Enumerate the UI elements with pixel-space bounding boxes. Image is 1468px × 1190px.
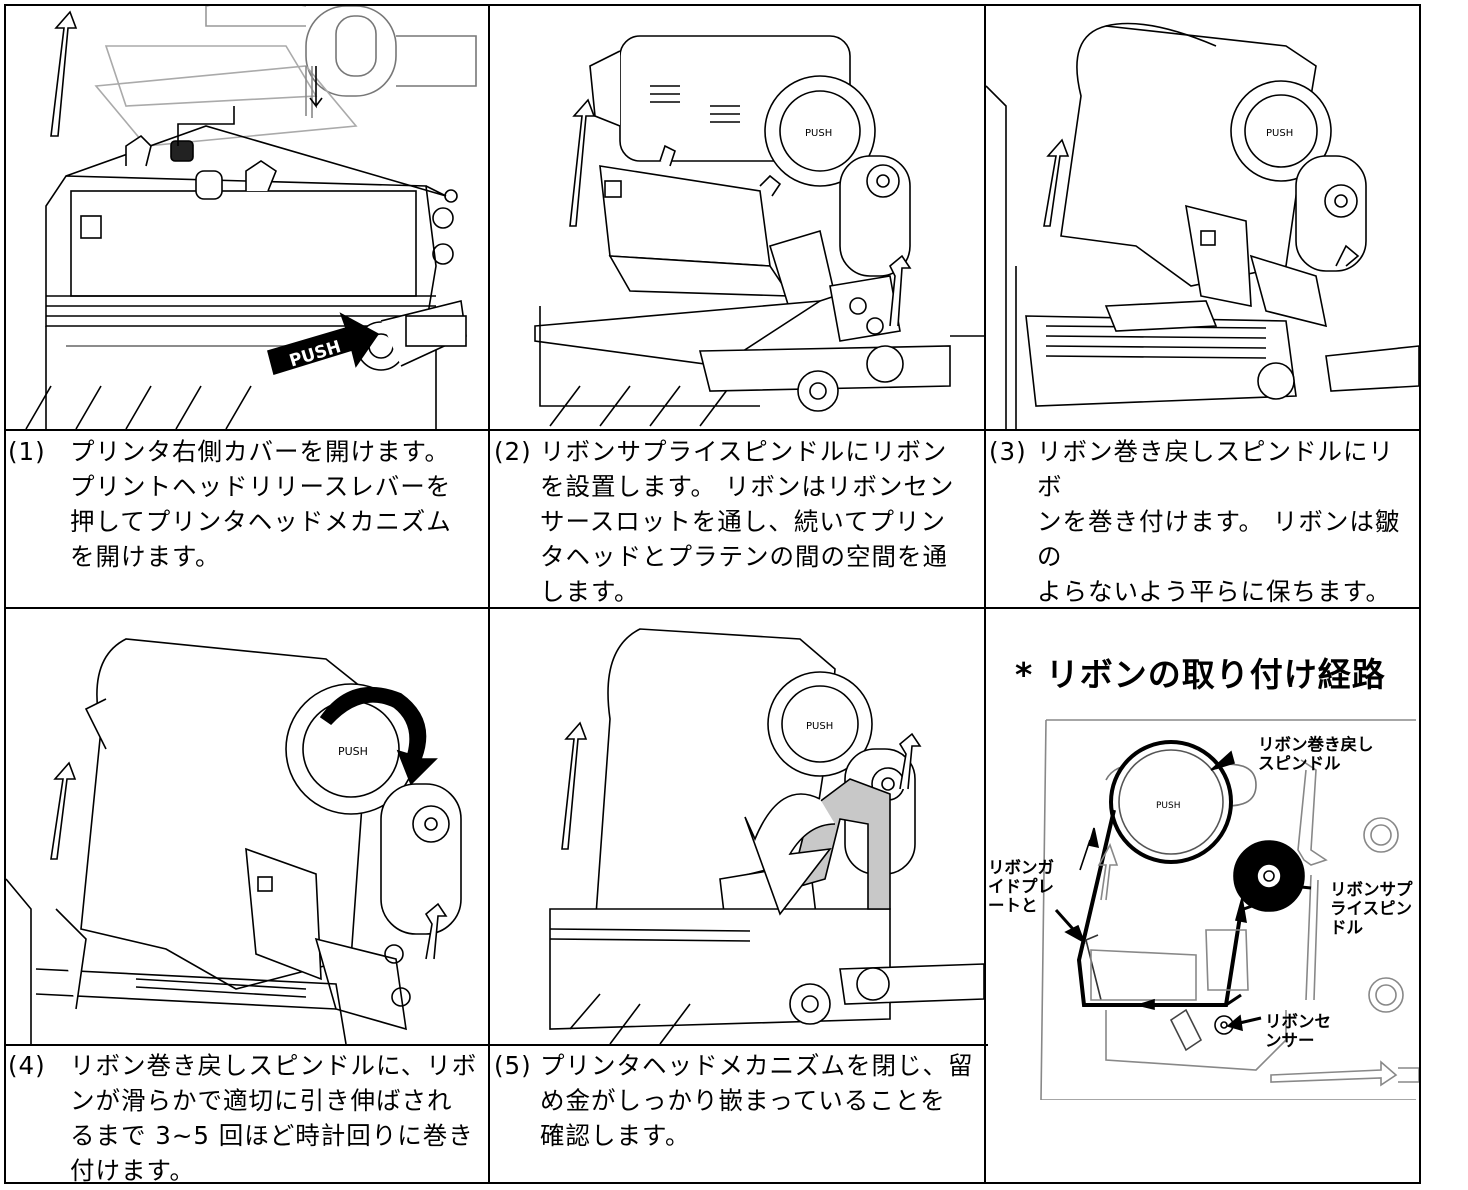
row-divider-top bbox=[4, 429, 1421, 431]
step-number: (2) bbox=[494, 437, 532, 466]
step-number: (5) bbox=[494, 1051, 532, 1080]
step1-caption: (1) プリンタ右側カバーを開けます。プリントヘッドリリースレバーを押してプリン… bbox=[8, 434, 486, 604]
ribbon-path-diagram: PUSH bbox=[986, 700, 1419, 1100]
step1-illustration: PUSH bbox=[6, 6, 488, 429]
row-divider-middle bbox=[4, 607, 1421, 609]
label-ribbon-sensor: リボンセンサー bbox=[1265, 1012, 1331, 1050]
row-divider-bottom bbox=[4, 1044, 988, 1046]
step-number: (1) bbox=[8, 437, 46, 466]
svg-text:PUSH: PUSH bbox=[806, 721, 833, 732]
label-supply-spindle: リボンサプライスピンドル bbox=[1330, 880, 1413, 937]
step2-illustration: PUSH bbox=[490, 6, 984, 429]
svg-text:PUSH: PUSH bbox=[338, 745, 368, 758]
column-divider-2 bbox=[984, 4, 986, 1184]
step5-caption: (5) プリンタヘッドメカニズムを閉じ、留め金がしっかり嵌まっていることを確認し… bbox=[494, 1048, 982, 1178]
step3-caption: (3) リボン巻き戻しスピンドルにリボンを巻き付けます。 リボンは皺のよらないよ… bbox=[989, 434, 1419, 606]
svg-text:PUSH: PUSH bbox=[1266, 128, 1293, 139]
step5-illustration: PUSH bbox=[490, 609, 984, 1044]
step4-caption: (4) リボン巻き戻しスピンドルに、リボンが滑らかで適切に引き伸ばされるまで 3… bbox=[8, 1048, 486, 1188]
svg-text:PUSH: PUSH bbox=[805, 128, 832, 139]
instruction-grid bbox=[4, 4, 1421, 1184]
step2-caption: (2) リボンサプライスピンドルにリボンを設置します。 リボンはリボンセンサース… bbox=[494, 434, 982, 606]
step-number: (4) bbox=[8, 1051, 46, 1080]
label-rewind-spindle: リボン巻き戻しスピンドル bbox=[1258, 735, 1374, 773]
step4-illustration: PUSH bbox=[6, 609, 488, 1044]
column-divider-1 bbox=[488, 4, 490, 1184]
ribbon-path-title: * リボンの取り付け経路 bbox=[1015, 655, 1386, 694]
step3-illustration: PUSH bbox=[986, 6, 1419, 429]
svg-text:PUSH: PUSH bbox=[1156, 801, 1181, 811]
label-guide-plate: リボンガイドプレートと bbox=[988, 858, 1054, 915]
step-number: (3) bbox=[989, 437, 1027, 466]
